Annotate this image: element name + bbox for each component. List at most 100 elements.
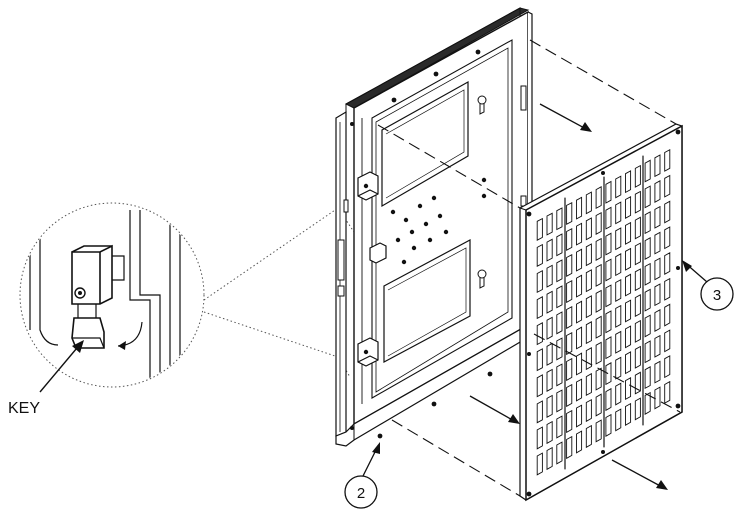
vent-slot <box>585 269 592 293</box>
vent-slot <box>625 299 632 323</box>
key-leader-line <box>39 341 83 393</box>
vent-slot <box>625 402 632 426</box>
vent-slot <box>654 154 661 178</box>
vent-slot <box>644 237 651 260</box>
vent-slot <box>585 243 592 267</box>
vent-slot <box>546 238 553 262</box>
key-detail-view: KEY <box>8 202 355 417</box>
vent-slot <box>566 331 573 356</box>
vent-slot <box>634 319 641 343</box>
vent-slot <box>585 372 592 397</box>
frame-mounting-holes <box>350 49 493 439</box>
callout-circle-3 <box>700 277 734 311</box>
vent-slot <box>625 325 632 349</box>
callout-item-2: 2 <box>344 442 380 509</box>
vent-slot <box>576 196 583 220</box>
vent-slot <box>605 180 612 204</box>
vent-slot <box>605 206 612 230</box>
vent-slot <box>634 345 641 369</box>
vent-slot <box>605 310 612 334</box>
vent-slot <box>546 342 553 366</box>
vented-cover-panel <box>519 123 683 502</box>
vent-slot <box>625 377 632 401</box>
vent-slot <box>644 185 651 209</box>
vent-slot <box>654 257 661 281</box>
vent-slot <box>556 285 563 309</box>
detail-leader-bottom <box>203 311 339 358</box>
vent-slot <box>556 207 563 231</box>
vent-slot <box>664 303 671 327</box>
frame-keyhole-slots <box>477 95 487 289</box>
vent-slot <box>644 288 651 312</box>
vent-slot <box>654 360 661 384</box>
vent-slot <box>576 352 583 376</box>
vent-slot <box>576 326 583 350</box>
vent-slot <box>595 186 602 210</box>
vent-slot <box>615 201 622 225</box>
vent-slot <box>644 159 651 183</box>
vent-slot <box>654 334 661 358</box>
vent-slot <box>595 237 602 261</box>
vent-slot <box>664 329 671 353</box>
vent-slot <box>556 441 563 465</box>
vent-slot <box>556 337 563 361</box>
vent-slot <box>634 294 641 318</box>
vent-slot <box>536 452 543 476</box>
callout-number-3: 3 <box>713 287 721 304</box>
vent-slot <box>664 200 671 224</box>
vent-slot <box>634 242 641 266</box>
vent-slot <box>576 378 583 402</box>
vent-slot <box>536 374 543 398</box>
vent-slot <box>556 389 563 413</box>
vent-slot <box>566 357 573 382</box>
vent-slot <box>664 148 671 172</box>
vent-slot <box>566 201 573 225</box>
vent-slot <box>576 430 583 454</box>
vent-slot <box>585 295 592 319</box>
vent-slot <box>625 247 632 271</box>
key-label: KEY <box>8 400 40 417</box>
vent-slot <box>625 351 632 375</box>
vent-slot <box>644 314 651 338</box>
vent-slot <box>625 196 632 219</box>
vent-slot <box>546 264 553 288</box>
vent-slot <box>615 175 622 199</box>
vent-slot <box>546 420 553 445</box>
vent-slot <box>576 404 583 428</box>
vent-slot <box>536 243 543 267</box>
callout-number-2: 2 <box>357 485 365 502</box>
vent-slot <box>576 222 583 246</box>
vent-slot <box>654 231 661 255</box>
frame-front-face <box>353 10 529 426</box>
vent-slot <box>536 400 543 424</box>
vent-slot <box>615 227 622 251</box>
vent-slot <box>556 311 563 335</box>
vent-slot <box>556 415 563 439</box>
vent-slot <box>566 383 573 408</box>
vent-slot <box>605 336 612 360</box>
vent-slot <box>566 305 573 330</box>
vent-slot <box>615 278 622 302</box>
detail-leader-top <box>203 207 339 301</box>
panel-vent-slots <box>536 148 671 476</box>
vent-slot <box>634 397 641 421</box>
vent-slot <box>556 363 563 387</box>
vent-slot <box>664 277 671 301</box>
vent-slot <box>625 273 632 297</box>
vent-slot <box>664 226 671 250</box>
vent-slot <box>615 253 622 277</box>
key-leader-arrowhead <box>72 340 84 353</box>
vent-slot <box>536 296 543 320</box>
frame-key-clips <box>357 171 387 367</box>
vent-slot <box>615 304 622 328</box>
vent-slot <box>556 259 563 283</box>
vent-slot <box>634 216 641 240</box>
vent-slot <box>644 340 651 364</box>
vent-slot <box>605 284 612 308</box>
vent-slot <box>546 316 553 340</box>
vent-slot <box>595 341 602 365</box>
vent-slot <box>576 248 583 272</box>
vent-slot <box>634 190 641 214</box>
vent-slot <box>625 221 632 245</box>
